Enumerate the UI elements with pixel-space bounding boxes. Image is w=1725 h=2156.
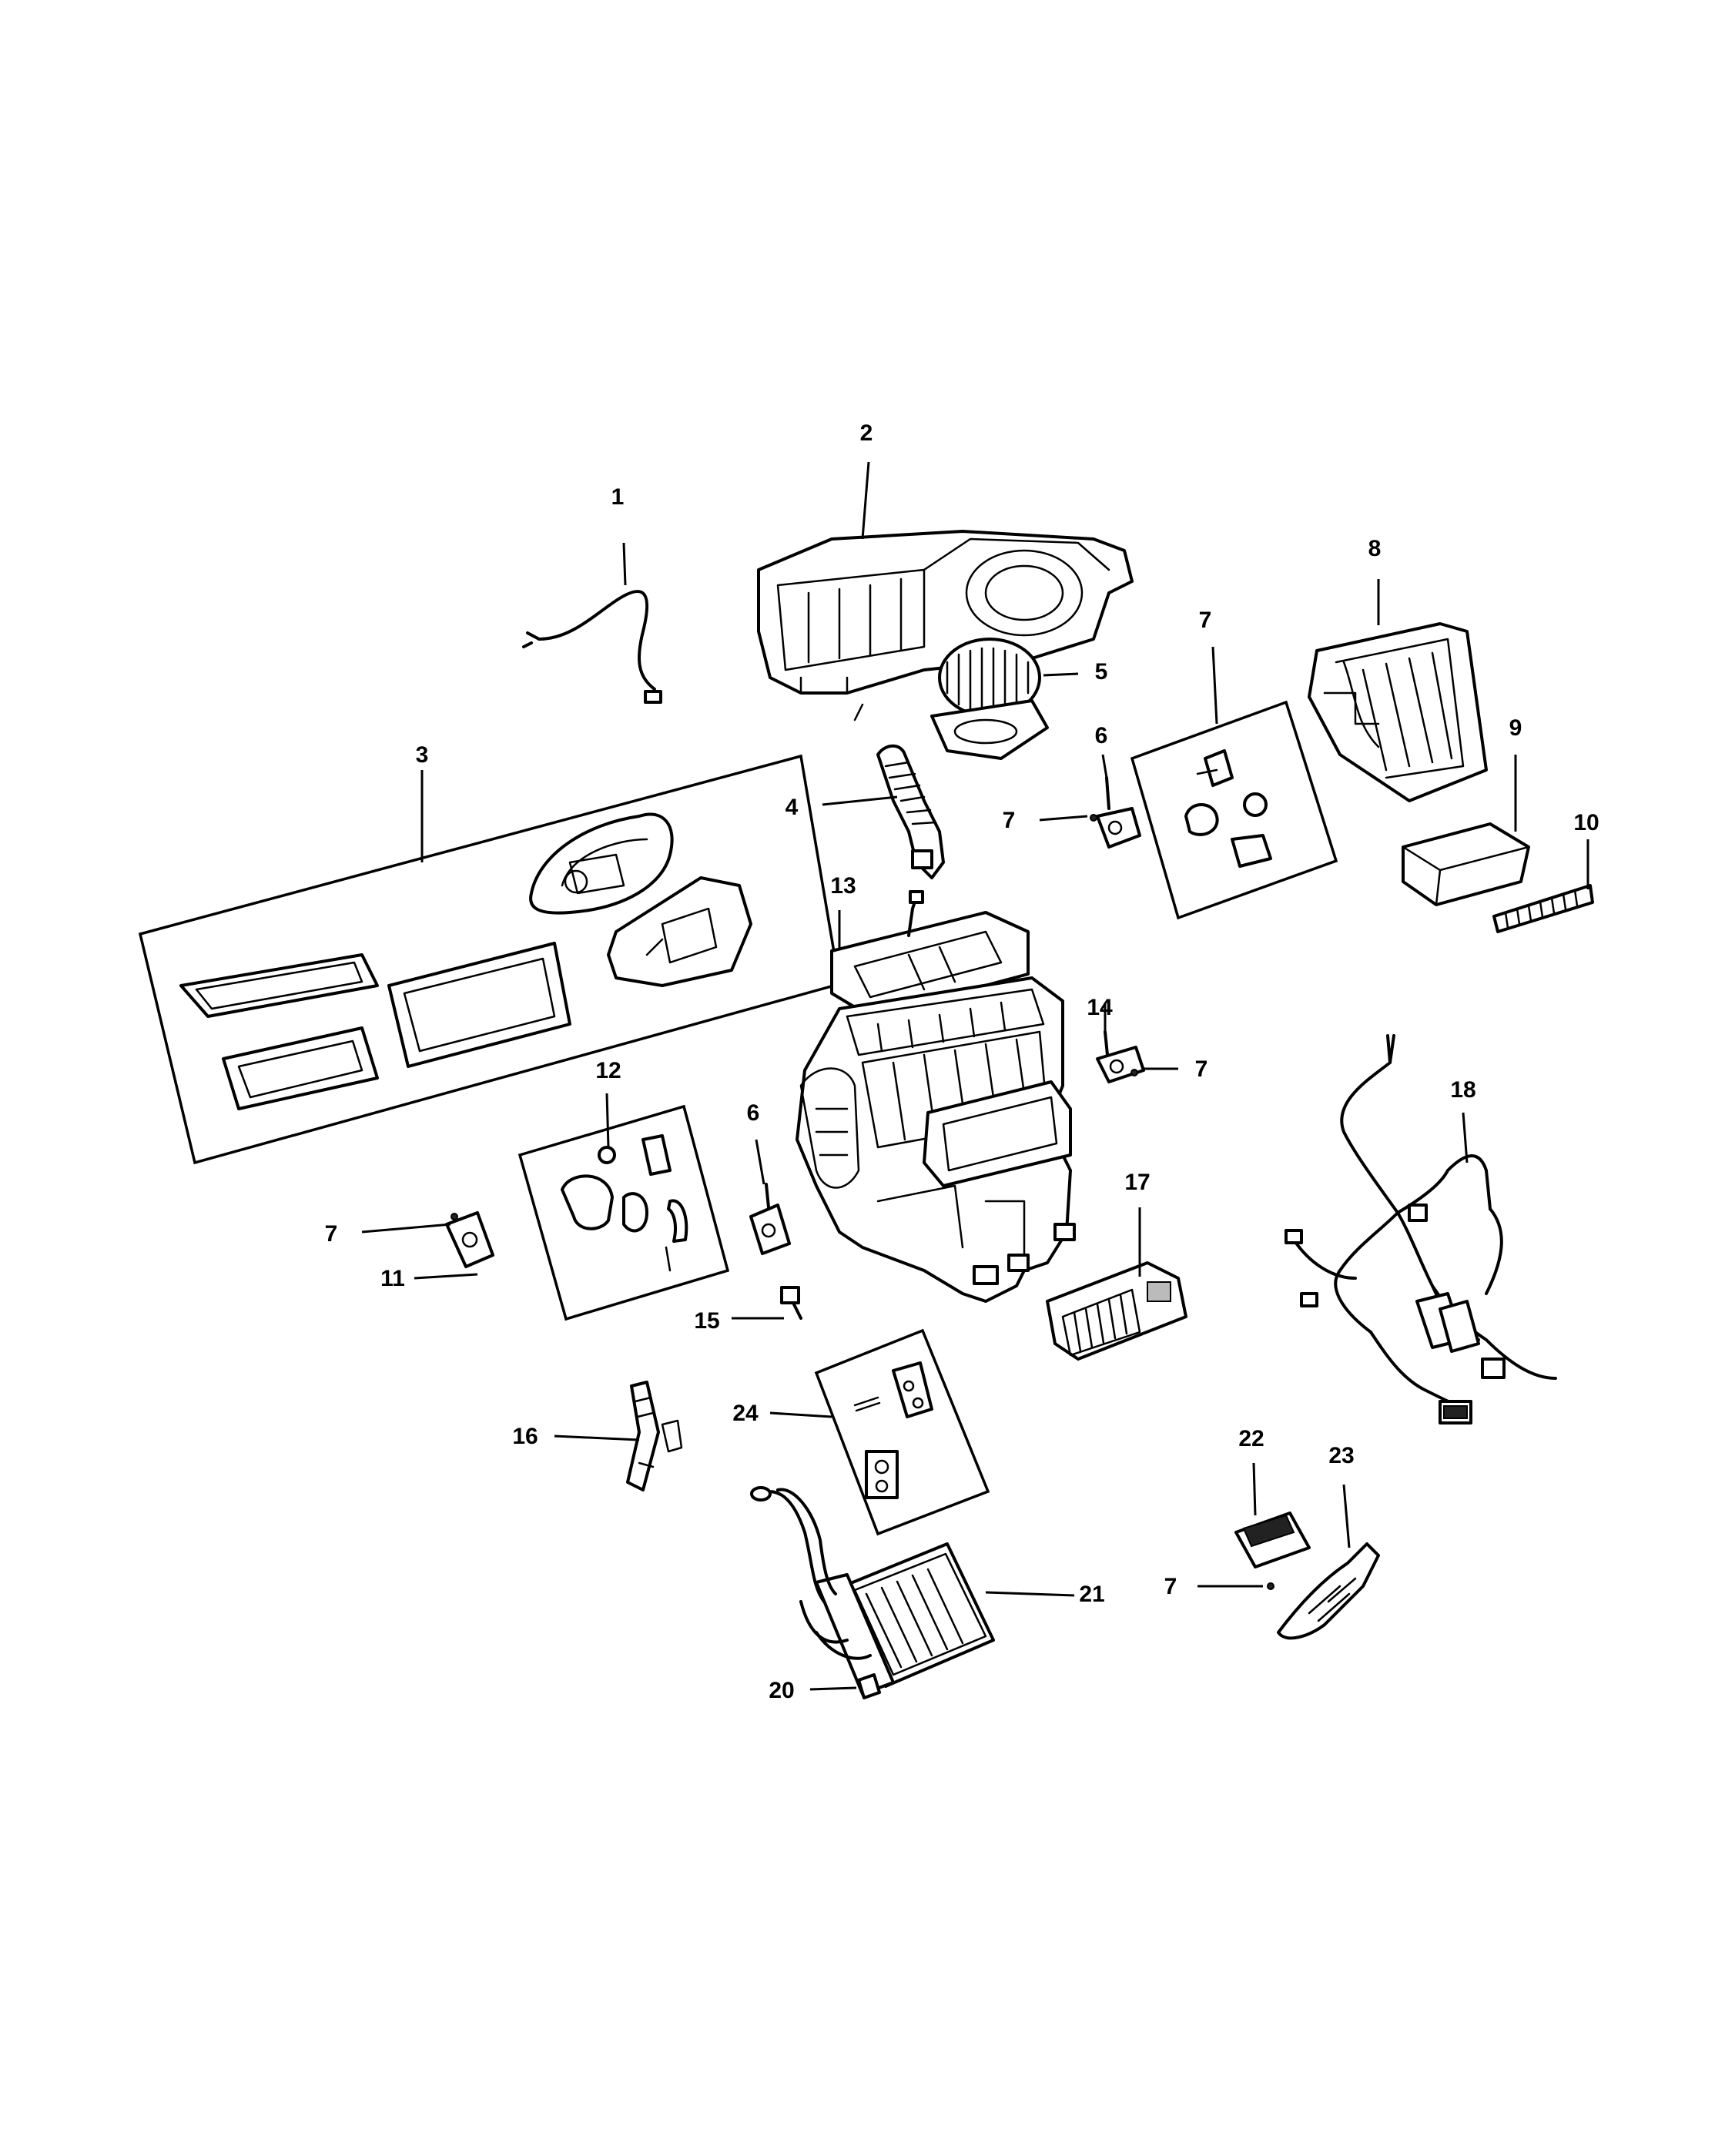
part-2-blower-housing xyxy=(757,530,1134,721)
part-6-actuator-lower xyxy=(749,1183,791,1255)
callout-24: 24 xyxy=(732,1401,759,1426)
part-19-wiring-harness xyxy=(1285,1034,1557,1424)
callout-4: 4 xyxy=(785,795,799,820)
part-13-door-kit xyxy=(518,1104,730,1321)
part-17-bracket xyxy=(626,1381,683,1491)
callout-15: 14 xyxy=(1087,995,1113,1020)
callout-6-lower: 6 xyxy=(747,1100,760,1126)
callout-9: 8 xyxy=(1368,536,1382,561)
part-12-actuator-left xyxy=(445,1211,494,1268)
part-7-screw-d xyxy=(1267,1582,1274,1590)
part-23-duct xyxy=(1277,1542,1380,1640)
callout-13: 12 xyxy=(595,1058,621,1083)
part-1-sensor-wire xyxy=(522,590,662,704)
part-10-cabin-filter xyxy=(1402,822,1530,906)
part-9-evaporator-housing xyxy=(1308,622,1488,802)
callout-14: 13 xyxy=(830,873,856,899)
part-11-grille xyxy=(1492,884,1594,933)
part-7-screw-a xyxy=(1090,814,1097,822)
callout-10: 9 xyxy=(1509,715,1522,741)
callout-12: 11 xyxy=(380,1266,405,1291)
callout-18: 17 xyxy=(1124,1170,1150,1195)
part-4-drain-hose xyxy=(876,744,945,879)
callout-3: 3 xyxy=(416,742,429,768)
part-24-expansion-valve-kit xyxy=(814,1328,990,1536)
callout-2: 2 xyxy=(860,420,873,446)
part-3-seal-kit xyxy=(138,754,841,1165)
part-16-sensor xyxy=(780,1286,802,1320)
callout-1: 1 xyxy=(611,484,625,510)
part-18-ptc-heater xyxy=(1046,1261,1187,1361)
part-7-screw-b xyxy=(1130,1069,1138,1076)
callout-8: 7 xyxy=(1199,608,1212,633)
leader-lines xyxy=(361,461,1589,1691)
callout-22: 22 xyxy=(1238,1426,1264,1451)
callout-16: 15 xyxy=(694,1308,719,1334)
callout-7-upper: 7 xyxy=(1003,808,1016,833)
callout-11: 10 xyxy=(1573,810,1599,835)
callout-7-mid: 7 xyxy=(1195,1056,1208,1082)
part-5-blower-motor xyxy=(930,638,1049,760)
callout-5: 5 xyxy=(1095,659,1108,685)
callout-21: 21 xyxy=(1079,1582,1104,1607)
callout-7-left: 7 xyxy=(325,1221,338,1247)
callout-20: 20 xyxy=(769,1678,794,1703)
part-22-blower-resistor xyxy=(1234,1512,1311,1568)
callout-7-d: 7 xyxy=(1164,1574,1177,1599)
part-7-screw-c xyxy=(451,1213,458,1220)
callout-labels: 1 2 3 4 5 6 7 7 8 9 10 13 14 7 18 12 6 1… xyxy=(325,420,1599,1703)
part-8-door-kit xyxy=(1130,700,1338,920)
part-6-actuator-upper xyxy=(1096,776,1141,849)
part-14-hvac-housing xyxy=(796,890,1076,1303)
part-20-clip xyxy=(857,1673,881,1699)
callout-6-upper: 6 xyxy=(1095,723,1108,748)
callout-19: 18 xyxy=(1450,1077,1475,1103)
callout-23: 23 xyxy=(1328,1443,1354,1468)
callout-17: 16 xyxy=(512,1424,538,1449)
part-21-evaporator-core xyxy=(750,1486,995,1696)
